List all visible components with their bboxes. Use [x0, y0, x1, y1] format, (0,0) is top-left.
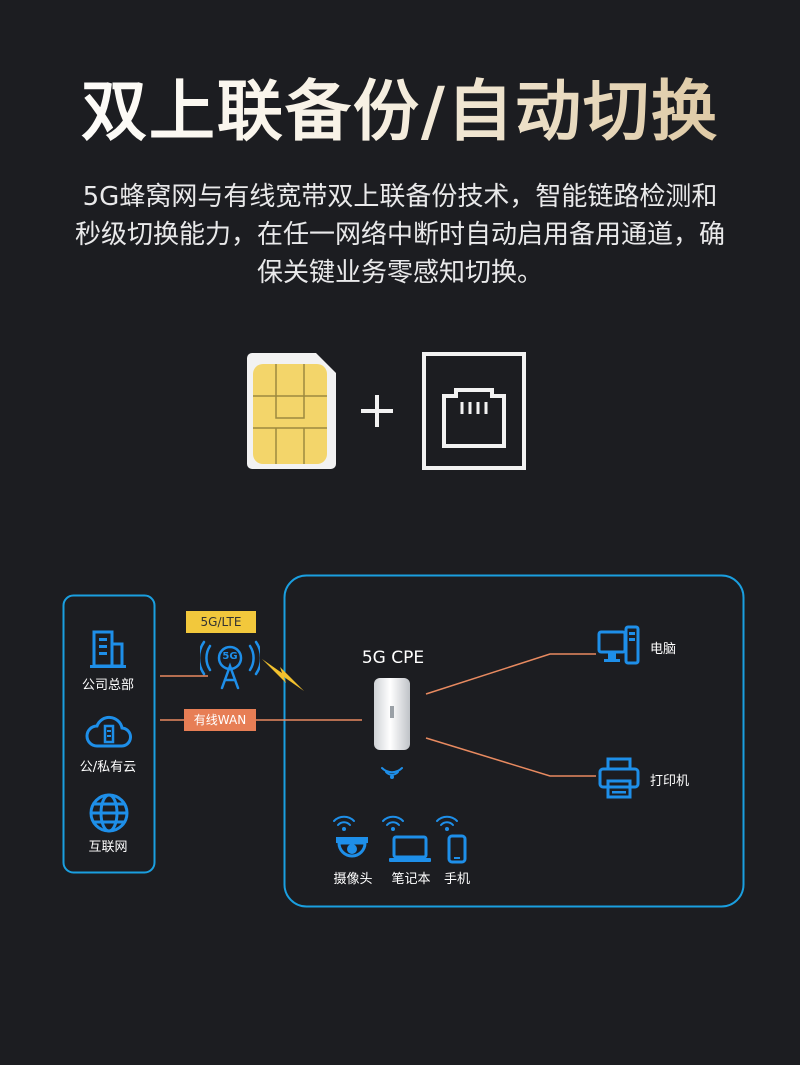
source-label-hq: 公司总部: [81, 678, 134, 693]
device-label-printer: 打印机: [650, 774, 690, 789]
wifi-icon: [333, 815, 355, 831]
description-line-1: 5G蜂窝网与有线宽带双上联备份技术，智能链路检测和: [82, 182, 718, 212]
laptop-icon: [389, 835, 431, 862]
cloud-icon: [85, 715, 132, 748]
antenna-badge: 5G: [222, 651, 238, 662]
lightning-icon: [262, 659, 304, 691]
source-label-cloud: 公/私有云: [79, 760, 137, 775]
description: 5G蜂窝网与有线宽带双上联备份技术，智能链路检测和 秒级切换能力，在任一网络中断…: [40, 178, 760, 292]
device-label-camera: 摄像头: [333, 872, 373, 887]
cellular-tower-icon: [200, 640, 260, 690]
globe-icon: [89, 793, 129, 833]
wired-link-tag: 有线WAN: [184, 709, 256, 731]
camera-icon: [336, 837, 368, 858]
wifi-icon: [436, 815, 458, 831]
building-icon: [90, 630, 126, 668]
cpe-label: 5G CPE: [361, 648, 425, 668]
device-label-laptop: 笔记本: [391, 872, 431, 887]
ethernet-port-icon: [422, 352, 526, 470]
lan-lines: [425, 653, 596, 777]
description-line-2: 秒级切换能力，在任一网络中断时自动启用备用通道，确: [74, 220, 725, 250]
uplink-lines: [160, 675, 362, 721]
device-label-phone: 手机: [443, 872, 470, 887]
description-line-3: 保关键业务零感知切换。: [256, 258, 543, 288]
printer-icon: [598, 757, 640, 799]
source-label-internet: 互联网: [88, 840, 128, 855]
wifi-icon: [382, 815, 404, 831]
plus-icon: [361, 395, 393, 427]
local-network-frame: [283, 574, 745, 908]
device-label-computer: 电脑: [650, 642, 677, 657]
wifi-icon: [381, 767, 403, 779]
cellular-link-tag: 5G/LTE: [186, 611, 256, 633]
cpe-router-icon: [374, 678, 410, 750]
sources-panel: [62, 594, 156, 874]
sim-card-icon: [247, 353, 336, 469]
phone-icon: [447, 834, 467, 864]
page-title: 双上联备份/自动切换: [0, 72, 800, 152]
computer-icon: [597, 625, 640, 665]
